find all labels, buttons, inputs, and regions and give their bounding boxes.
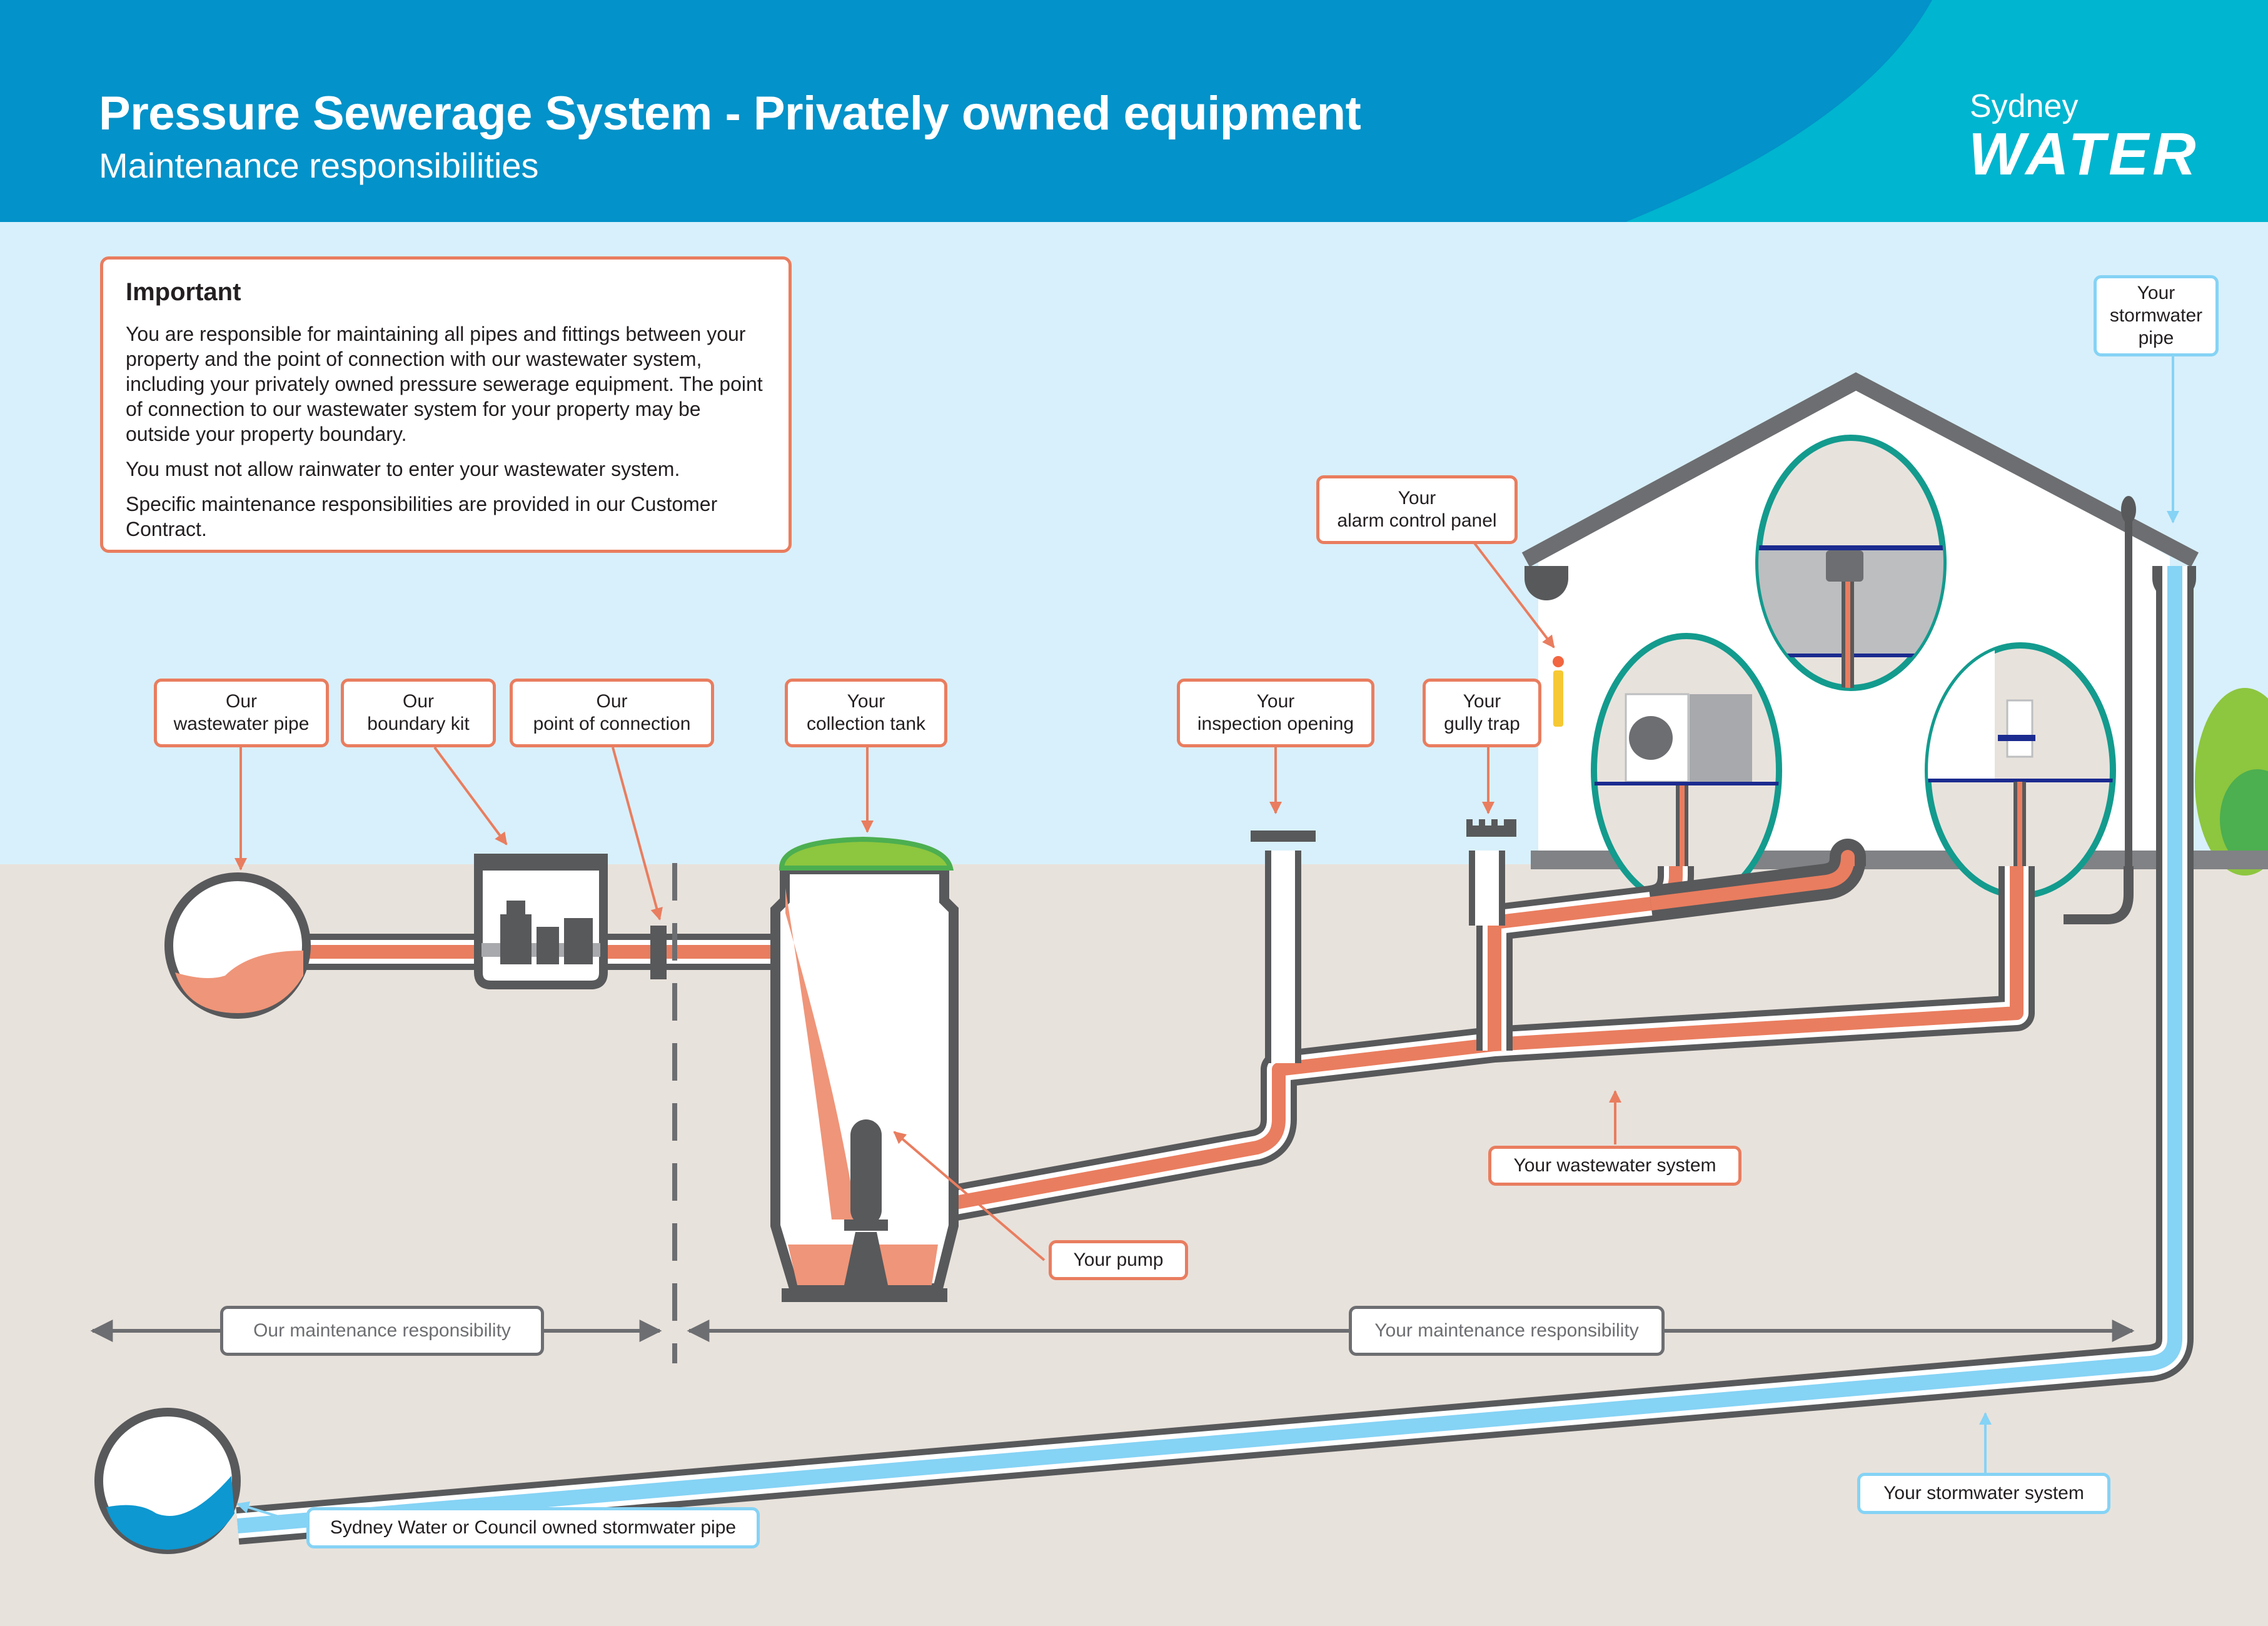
gutter-left (1525, 566, 1568, 600)
leader-lines (234, 347, 2179, 1526)
collection-tank (770, 836, 959, 1302)
council-stormwater-pipe-section (94, 1408, 241, 1554)
wastewater-pipe-network (306, 839, 2134, 1225)
stormwater-pipe-network (236, 566, 2194, 1545)
header-accent-curve (1626, 0, 2268, 222)
tank-lid (779, 836, 954, 871)
vent-pipe (2125, 510, 2132, 866)
boundary-kit-box (474, 854, 608, 989)
council-wastewater-pipe-section (164, 872, 311, 1019)
alarm-control-panel (1553, 656, 1564, 727)
inspection-opening-cap (1251, 831, 1316, 842)
gully-trap-grate (1466, 819, 1516, 837)
kitchen-lens (1755, 435, 1947, 691)
bathroom-lens (1925, 642, 2116, 899)
point-of-connection-coupling (650, 926, 667, 979)
shrub-illustration (2195, 688, 2268, 876)
